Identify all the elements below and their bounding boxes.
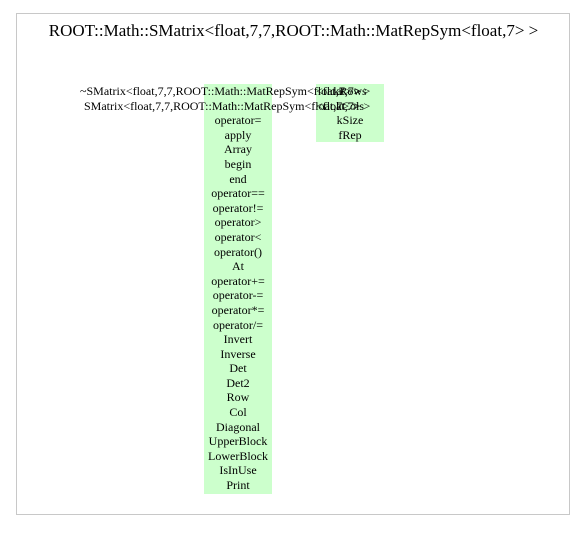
method-item-22[interactable]: Col — [229, 405, 247, 420]
method-item-10[interactable]: operator< — [214, 229, 262, 244]
method-item-21[interactable]: Row — [226, 390, 250, 405]
method-item-7[interactable]: operator== — [211, 186, 265, 201]
method-item-8[interactable]: operator!= — [212, 200, 264, 215]
method-item-14[interactable]: operator-= — [212, 288, 264, 303]
member-item-3[interactable]: fRep — [338, 127, 362, 142]
method-item-17[interactable]: Invert — [223, 332, 253, 347]
method-item-5[interactable]: begin — [224, 156, 252, 171]
method-item-20[interactable]: Det2 — [226, 375, 250, 390]
method-item-16[interactable]: operator/= — [212, 317, 264, 332]
method-item-24[interactable]: UpperBlock — [208, 434, 268, 449]
method-item-3[interactable]: apply — [224, 127, 252, 142]
method-item-26[interactable]: IsInUse — [219, 463, 257, 478]
method-item-25[interactable]: LowerBlock — [208, 448, 268, 463]
method-item-27[interactable]: Print — [226, 478, 250, 493]
class-title: ROOT::Math::SMatrix<float,7,7,ROOT::Math… — [48, 21, 539, 40]
method-item-9[interactable]: operator> — [214, 215, 262, 230]
method-item-11[interactable]: operator() — [214, 244, 262, 259]
member-item-1[interactable]: kCols — [335, 98, 364, 113]
diagram-frame — [16, 13, 570, 515]
method-item-13[interactable]: operator+= — [211, 273, 265, 288]
method-item-4[interactable]: Array — [224, 142, 252, 157]
constructor-label-right[interactable]: <float,7> > — [316, 98, 371, 113]
member-item-0[interactable]: kRows — [333, 84, 367, 98]
constructor-label-left[interactable]: SMatrix<float,7,7,ROOT::Math::MatRepSym<… — [84, 98, 359, 113]
method-item-15[interactable]: operator*= — [211, 302, 265, 317]
method-item-19[interactable]: Det — [229, 361, 247, 376]
destructor-label-right[interactable]: <float,7> > — [316, 84, 371, 98]
member-item-2[interactable]: kSize — [336, 113, 364, 128]
method-item-12[interactable]: At — [232, 259, 244, 274]
method-item-18[interactable]: Inverse — [220, 346, 256, 361]
method-item-6[interactable]: end — [229, 171, 247, 186]
method-item-2[interactable]: operator= — [214, 113, 262, 128]
destructor-label-left[interactable]: ~SMatrix<float,7,7,ROOT::Math::MatRepSym… — [80, 84, 362, 98]
method-item-23[interactable]: Diagonal — [216, 419, 260, 434]
